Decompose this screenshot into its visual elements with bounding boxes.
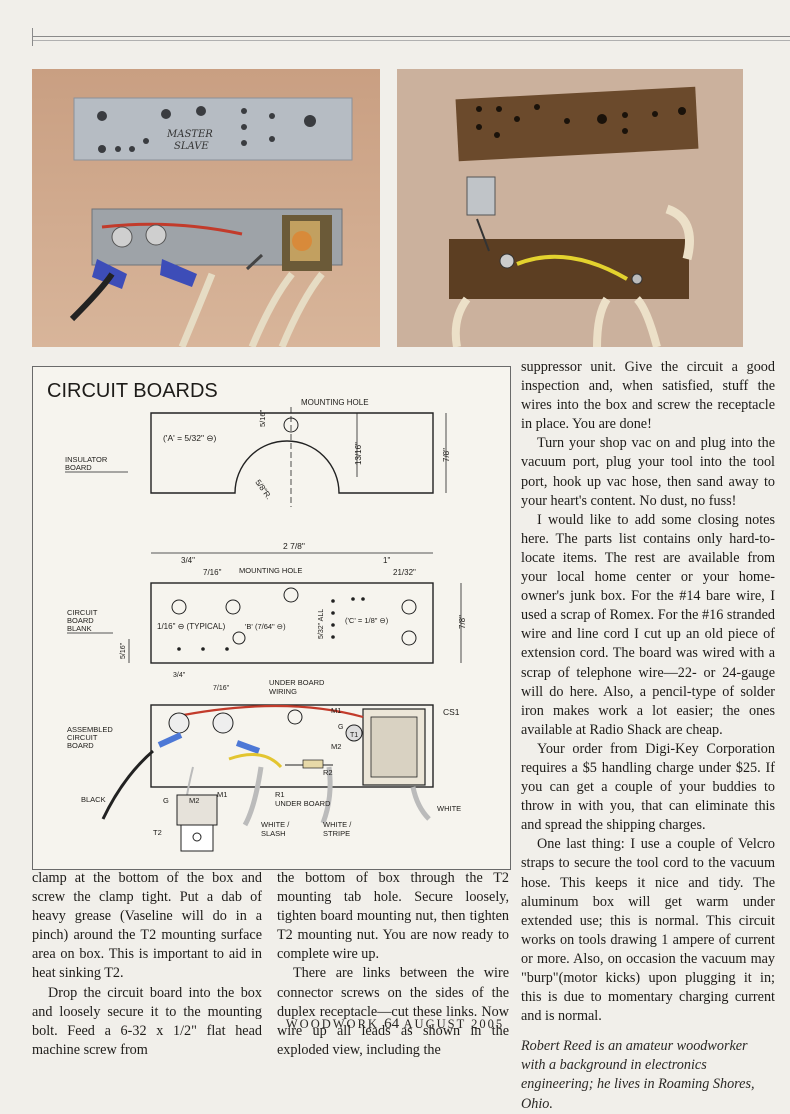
dim-7-16: 7/16" [203,568,222,577]
label-wiring: WIRING [269,687,297,696]
label-slash: SLASH [261,829,286,838]
label-m1-top: M1 [331,706,341,715]
paragraph: Turn your shop vac on and plug into the … [521,435,775,509]
label-insulator: INSULATOR [65,455,108,464]
label-circuit-blank: BLANK [67,624,92,633]
text-column-right: suppressor unit. Give the circuit a good… [521,358,775,1114]
footer-page-number: 64 [384,1016,400,1032]
label-white: WHITE [437,804,461,813]
dim-1: 1" [383,556,390,565]
label-c-spec: ('C' = 1/8" ⊖) [345,616,389,625]
paragraph: suppressor unit. Give the circuit a good… [521,359,775,433]
label-r1-under-board: UNDER BOARD [275,799,331,808]
paragraph: Your order from Digi-Key Corporation req… [521,740,775,834]
label-stripe: STRIPE [323,829,350,838]
paragraph: clamp at the bottom of the box and screw… [32,870,262,982]
dim-5-32-all: 5/32" ALL [318,609,325,639]
label-g-top: G [338,724,343,731]
label-mounting-hole-top: MOUNTING HOLE [301,398,369,407]
label-b-spec: 'B' (7/64" ⊖) [245,622,286,631]
paragraph: Drop the circuit board into the box and … [32,984,262,1058]
label-typical: 1/16" ⊖ (TYPICAL) [157,622,226,631]
paragraph: One last thing: I use a couple of Velcro… [521,836,775,1025]
paragraph: the bottom of box through the T2 mountin… [277,870,509,963]
label-assembled: ASSEMBLED [67,725,113,734]
label-g-bottom: G [163,796,169,805]
label-a-spec: ('A' = 5/32" ⊖) [163,433,216,443]
label-assembled-circuit: CIRCUIT [67,733,98,742]
label-insulator-board: BOARD [65,463,92,472]
dim-3-4: 3/4" [181,556,195,565]
label-m1-bottom: M1 [217,790,227,799]
photo-wood-board [397,69,743,347]
label-mounting-hole-mid: MOUNTING HOLE [239,566,302,575]
dim-21-32: 21/32" [393,568,416,577]
dim-7-16-bottom: 7/16" [213,685,230,692]
author-bio: Robert Reed is an amateur woodworker wit… [521,1038,755,1112]
label-assembled-board: BOARD [67,741,94,750]
diagram-title: CIRCUIT BOARDS [47,380,218,402]
dim-5-8r: 5/8"R. [253,478,273,501]
header-rule-thin [32,40,790,41]
label-white-stripe: WHITE / [323,820,352,829]
dim-3-4-bottom: 3/4" [173,672,186,679]
dim-7-8-side: 7/8" [458,615,467,629]
label-t2: T2 [153,828,162,837]
dim-7-8-top: 7/8" [442,448,451,462]
label-white-slash: WHITE / [261,820,290,829]
label-circuit: CIRCUIT [67,608,98,617]
text-column-left: clamp at the bottom of the box and screw… [32,869,262,1060]
label-black: BLACK [81,795,106,804]
dim-2-7-8: 2 7/8" [283,541,305,551]
dim-5-16-side: 5/16" [120,642,127,659]
label-r2: R2 [323,768,333,777]
footer-magazine: WOODWORK [285,1017,379,1031]
label-circuit-board: BOARD [67,616,94,625]
label-under-board: UNDER BOARD [269,678,325,687]
plate-text-slave: SLAVE [174,141,209,152]
circuit-boards-diagram: CIRCUIT BOARDS MOUNTING HOLE ('A' = 5/32… [32,366,511,870]
header-tick [32,28,33,46]
dim-13-16: 13/16" [354,442,363,465]
footer-date: AUGUST 2005 [403,1017,505,1031]
header-rule [32,36,790,37]
label-m2-top: M2 [331,742,341,751]
text-column-middle: the bottom of box through the T2 mountin… [277,869,509,1060]
page-footer: WOODWORK 64 AUGUST 2005 [0,1016,790,1033]
label-cs1: CS1 [443,707,460,717]
photo-aluminum-plate: MASTER SLAVE [32,69,380,347]
label-r1: R1 [275,790,285,799]
paragraph: I would like to add some closing notes h… [521,511,775,738]
label-t1: T1 [350,732,358,739]
plate-text-master: MASTER [166,129,213,140]
label-m2-bottom: M2 [189,796,199,805]
dim-5-16: 5/16" [258,409,267,427]
paragraph: There are links between the wire connect… [277,965,509,1058]
